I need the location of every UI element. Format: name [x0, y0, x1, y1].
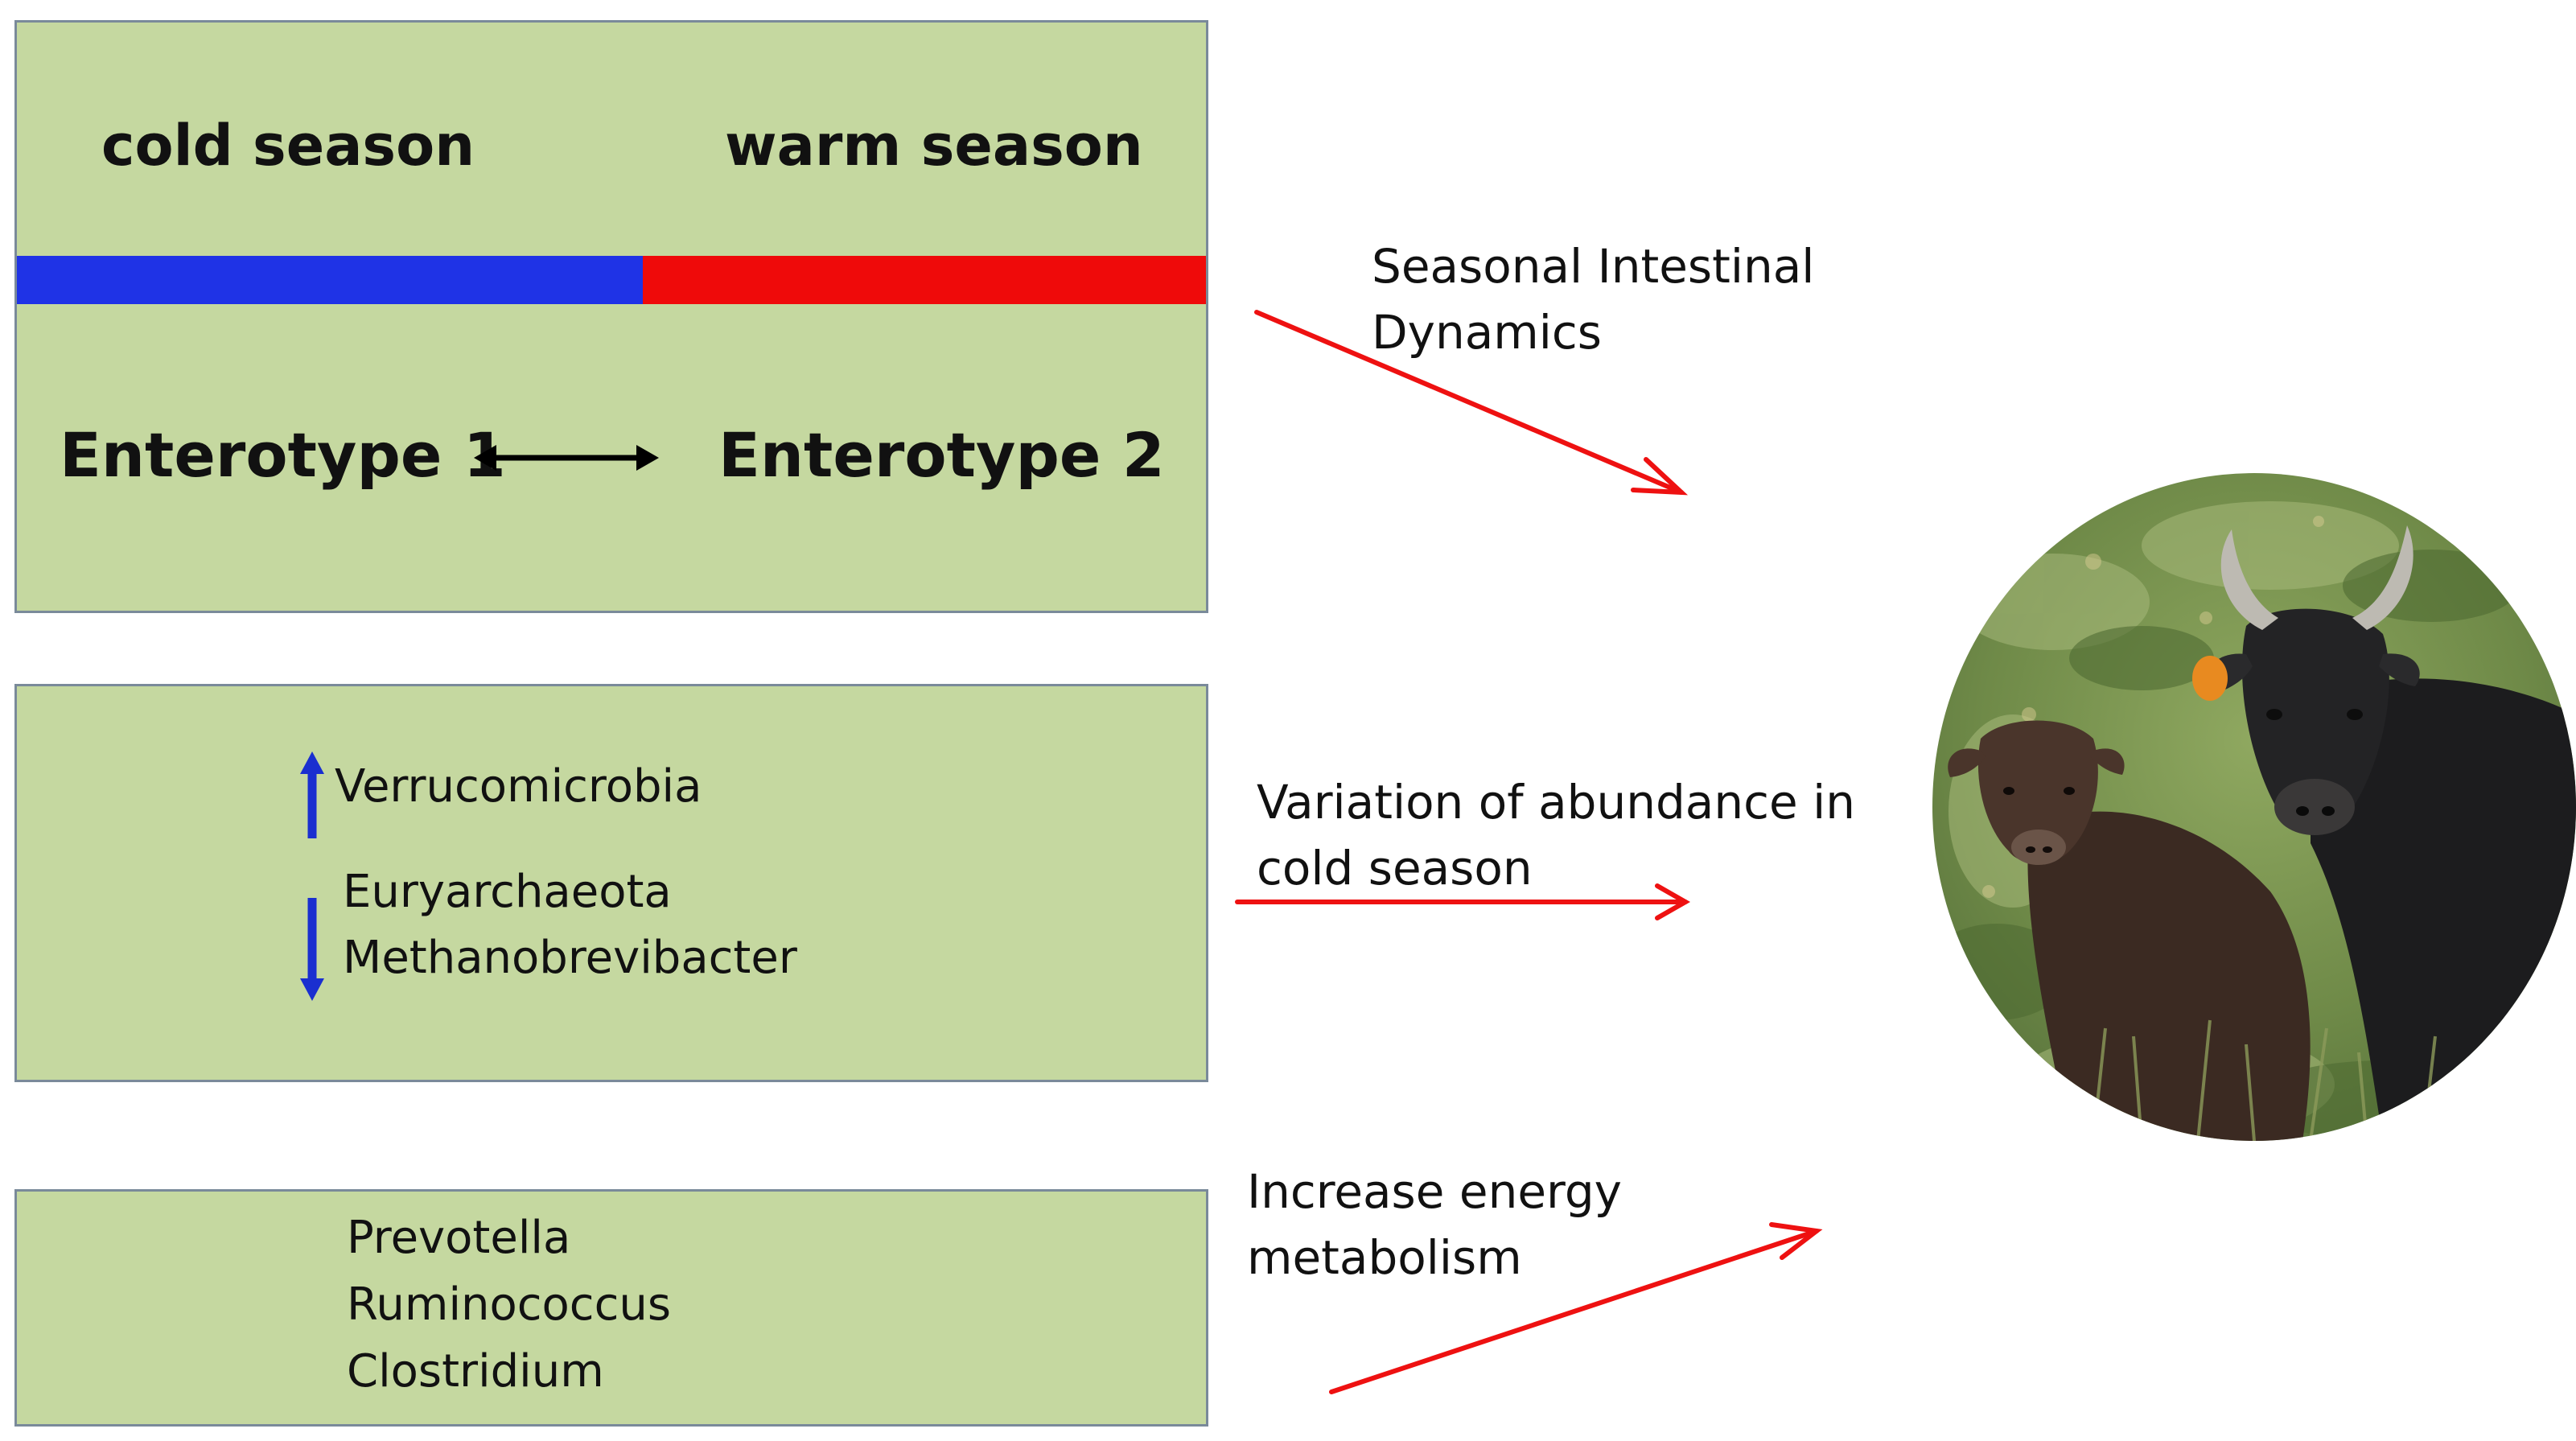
connector-label-seasonal: Seasonal Intestinal Dynamics	[1372, 233, 1814, 365]
connector-label-line: Seasonal Intestinal	[1372, 239, 1815, 294]
connector-label-line: Increase energy	[1247, 1164, 1622, 1219]
increased-taxon: Verrucomicrobia	[335, 760, 702, 813]
genus-item: Prevotella	[347, 1212, 571, 1264]
connector-label-abundance: Variation of abundance in cold season	[1257, 769, 1855, 901]
season-enterotype-panel: cold season warm season Enterotype 1 Ent…	[14, 20, 1208, 613]
connector-label-line: Dynamics	[1372, 305, 1603, 360]
arrow-energy-to-yak	[1329, 1222, 1823, 1394]
arrow-seasonal-to-yak	[1254, 310, 1689, 496]
decreased-taxon: Euryarchaeota	[343, 866, 672, 918]
arrow-up-icon	[300, 751, 324, 838]
enterotype-2-label: Enterotype 2	[718, 419, 1165, 491]
genus-item: Clostridium	[347, 1345, 604, 1398]
decreased-taxon: Methanobrevibacter	[343, 932, 797, 984]
cold-season-bar	[17, 256, 643, 304]
connector-label-line: cold season	[1257, 841, 1533, 895]
warm-season-label: warm season	[725, 113, 1143, 179]
yak-photo-icon	[1932, 473, 2576, 1141]
energy-genera-panel: Prevotella Ruminococcus Clostridium	[14, 1189, 1208, 1427]
warm-season-bar	[643, 256, 1206, 304]
genus-item: Ruminococcus	[347, 1278, 672, 1331]
enterotype-1-label: Enterotype 1	[60, 419, 506, 491]
arrow-down-icon	[300, 898, 324, 1001]
connector-label-line: metabolism	[1247, 1230, 1522, 1285]
connector-label-energy: Increase energy metabolism	[1247, 1159, 1622, 1291]
abundance-panel: Verrucomicrobia Euryarchaeota Methanobre…	[14, 684, 1208, 1082]
cold-season-label: cold season	[101, 113, 475, 179]
double-headed-arrow-icon	[474, 445, 659, 471]
connector-label-line: Variation of abundance in	[1257, 775, 1855, 830]
arrow-abundance-to-yak	[1235, 883, 1691, 920]
